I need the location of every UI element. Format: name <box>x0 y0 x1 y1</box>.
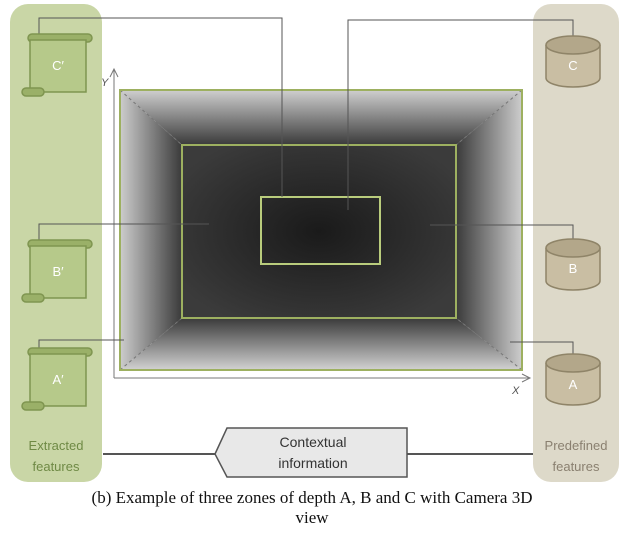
connector-c <box>347 19 574 210</box>
predefined-features-title-line2: features <box>553 459 600 474</box>
zone-a-outline <box>119 89 523 371</box>
figure-caption: (b) Example of three zones of depth A, B… <box>0 488 624 528</box>
tunnel-left-face <box>120 90 182 370</box>
zone-b-outline <box>181 144 457 319</box>
connector-b <box>430 224 574 241</box>
predefined-features-title-line1: Predefined <box>545 438 608 453</box>
scroll-icon-c-prime: C′ <box>21 33 93 97</box>
scroll-icon-b-prime: B′ <box>21 239 93 303</box>
database-label-a: A <box>569 377 578 392</box>
contextual-information-box: Contextual information <box>214 427 408 478</box>
caption-line2: view <box>295 508 329 527</box>
tunnel-right-face <box>456 90 522 370</box>
database-icon-c: C <box>545 35 601 88</box>
zone-c-outline <box>260 196 381 265</box>
connector-a <box>510 341 574 356</box>
database-icon-a: A <box>545 353 601 406</box>
depth-tunnel <box>119 89 523 371</box>
x-axis-label: X <box>511 385 520 397</box>
database-label-b: B <box>569 261 578 276</box>
connector-a-prime <box>38 339 124 348</box>
tunnel-bottom-face <box>120 318 522 370</box>
contextual-information-line1: Contextual <box>280 434 347 450</box>
scroll-icon-a-prime: A′ <box>21 347 93 411</box>
contextual-information-line2: information <box>278 455 347 471</box>
extracted-features-title-line2: features <box>33 459 80 474</box>
extracted-features-title-line1: Extracted <box>29 438 84 453</box>
connectors <box>38 17 574 455</box>
scroll-label-b-prime: B′ <box>52 264 64 279</box>
caption-line1: (b) Example of three zones of depth A, B… <box>91 488 533 507</box>
connector-c-prime <box>38 17 283 197</box>
connector-b-prime <box>38 223 209 240</box>
tunnel-top-face <box>120 90 522 145</box>
y-axis-label: Y <box>101 77 109 89</box>
database-icon-b: B <box>545 238 601 291</box>
depth-zones-diagram: Y X C′ B′ A′ C B <box>10 4 619 482</box>
scroll-label-c-prime: C′ <box>52 58 64 73</box>
tunnel-back-wall <box>182 145 456 318</box>
database-label-c: C <box>568 58 577 73</box>
scroll-label-a-prime: A′ <box>52 372 64 387</box>
